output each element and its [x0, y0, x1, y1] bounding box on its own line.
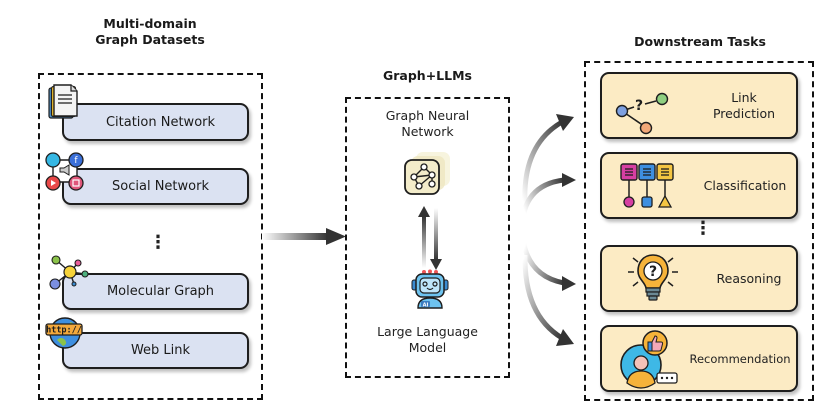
robot-badge: AI	[423, 302, 429, 308]
model-title: Graph+LLMs	[383, 68, 472, 83]
document-icon	[48, 84, 78, 119]
datasets-title-line1: Multi-domain	[103, 16, 197, 31]
arrow-to-classification	[519, 177, 565, 231]
link-question-mark: ?	[635, 98, 643, 114]
tasks-ellipsis: ⋮	[694, 218, 712, 239]
model-panel	[345, 97, 510, 378]
http-text: http://	[46, 326, 82, 336]
llm-label-line2: Model	[408, 340, 447, 355]
globe-http-icon: http://	[45, 317, 83, 349]
arrow-to-link-prediction	[522, 119, 564, 206]
link-prediction-icon: ?	[615, 92, 669, 135]
robot-llm-icon: AI	[411, 269, 449, 309]
llm-label: Large Language Model	[345, 324, 510, 356]
task-card-link-prediction: Link Prediction	[600, 72, 798, 139]
dataset-card-citation: Citation Network	[62, 103, 249, 141]
flow-arrow-datasets-to-model	[262, 228, 346, 245]
flow-arrows-model-to-tasks	[519, 114, 576, 346]
task-label-link-line2: Prediction	[712, 106, 776, 121]
bulb-question-mark: ?	[649, 264, 657, 280]
arrow-to-recommendation	[522, 254, 564, 341]
lightbulb-question-icon: ?	[628, 254, 678, 301]
dataset-label-citation: Citation Network	[105, 114, 216, 130]
datasets-title-line2: Graph Datasets	[95, 32, 205, 47]
dataset-label-social: Social Network	[112, 179, 209, 194]
bidirectional-arrows	[418, 206, 442, 270]
datasets-title: Multi-domain Graph Datasets	[80, 16, 220, 48]
task-label-link-prediction: Link Prediction	[694, 90, 794, 122]
molecule-icon	[49, 255, 89, 290]
recommendation-icon	[620, 330, 678, 389]
tasks-panel	[584, 61, 814, 401]
tasks-title: Downstream Tasks	[634, 34, 766, 49]
dataset-card-molecular: Molecular Graph	[62, 273, 249, 310]
classification-icon	[620, 163, 674, 208]
gnn-label-line2: Network	[401, 124, 454, 139]
task-label-link-line1: Link	[731, 90, 757, 105]
gnn-icon	[404, 152, 450, 195]
dataset-label-molecular: Molecular Graph	[106, 284, 215, 299]
gnn-label-line1: Graph Neural	[385, 108, 470, 123]
datasets-ellipsis: ⋮	[149, 232, 167, 253]
task-card-classification: Classification	[600, 152, 798, 219]
gnn-label: Graph Neural Network	[345, 108, 510, 140]
dataset-card-weblink: Web Link	[62, 332, 249, 369]
dataset-label-weblink: Web Link	[130, 343, 191, 358]
svg-text:f: f	[74, 156, 78, 166]
social-media-icon: f	[45, 152, 84, 191]
task-card-reasoning: Reasoning	[600, 245, 798, 312]
dataset-card-social: Social Network	[62, 168, 249, 205]
task-label-classification: Classification	[703, 178, 787, 193]
task-label-reasoning: Reasoning	[716, 271, 782, 286]
arrow-to-reasoning	[519, 224, 565, 286]
task-label-recommendation: Recommendation	[689, 352, 791, 366]
llm-label-line1: Large Language	[377, 324, 478, 339]
